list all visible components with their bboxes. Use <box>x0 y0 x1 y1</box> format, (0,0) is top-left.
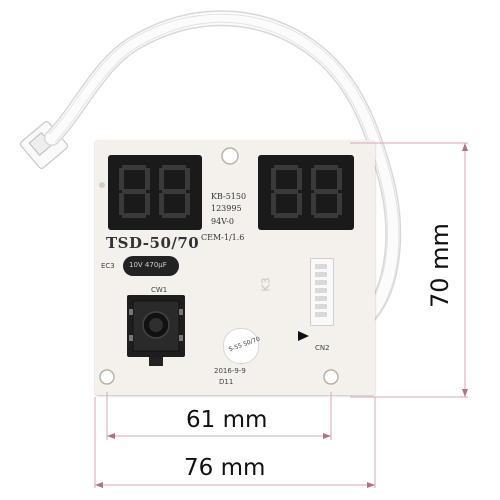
mounting-holes <box>99 147 339 385</box>
encoder-pins <box>149 357 163 366</box>
outer-width-dimension-label: 76 mm <box>184 455 266 481</box>
spec-line-3: 94V-0 <box>211 217 235 226</box>
date-ref: D11 <box>219 378 234 386</box>
height-dimension-label: 70 mm <box>426 223 454 308</box>
connector-ref: CN2 <box>315 344 330 352</box>
date-code: 2016-9-9 <box>214 367 246 375</box>
left-seven-segment-display <box>108 155 202 230</box>
pin1-arrow-icon <box>298 331 309 341</box>
spec-line-1: KB-5150 <box>211 192 247 201</box>
connector-pins <box>315 264 327 317</box>
capacitor-value: 10V 470µF <box>129 261 167 269</box>
capacitor-ref: EC3 <box>101 262 115 270</box>
inner-width-dimension-label: 61 mm <box>186 407 268 433</box>
pcb-board: KB-5150 123995 94V-0 CEM-1/1.6 TSD-50/70… <box>95 140 375 395</box>
qc-sticker: S-55 50/70 <box>223 328 261 364</box>
spec-line-4: CEM-1/1.6 <box>201 233 245 242</box>
connector-cn2 <box>310 258 334 326</box>
spec-line-2: 123995 <box>211 204 242 213</box>
model-label: TSD-50/70 <box>106 234 200 252</box>
right-seven-segment-display <box>258 155 354 230</box>
capacitor: 10V 470µF <box>123 256 179 276</box>
encoder-shaft <box>129 300 183 352</box>
right-digits <box>271 165 342 218</box>
left-digits <box>119 165 190 218</box>
encoder-ref: CW1 <box>151 286 168 294</box>
rotary-encoder <box>127 295 185 357</box>
